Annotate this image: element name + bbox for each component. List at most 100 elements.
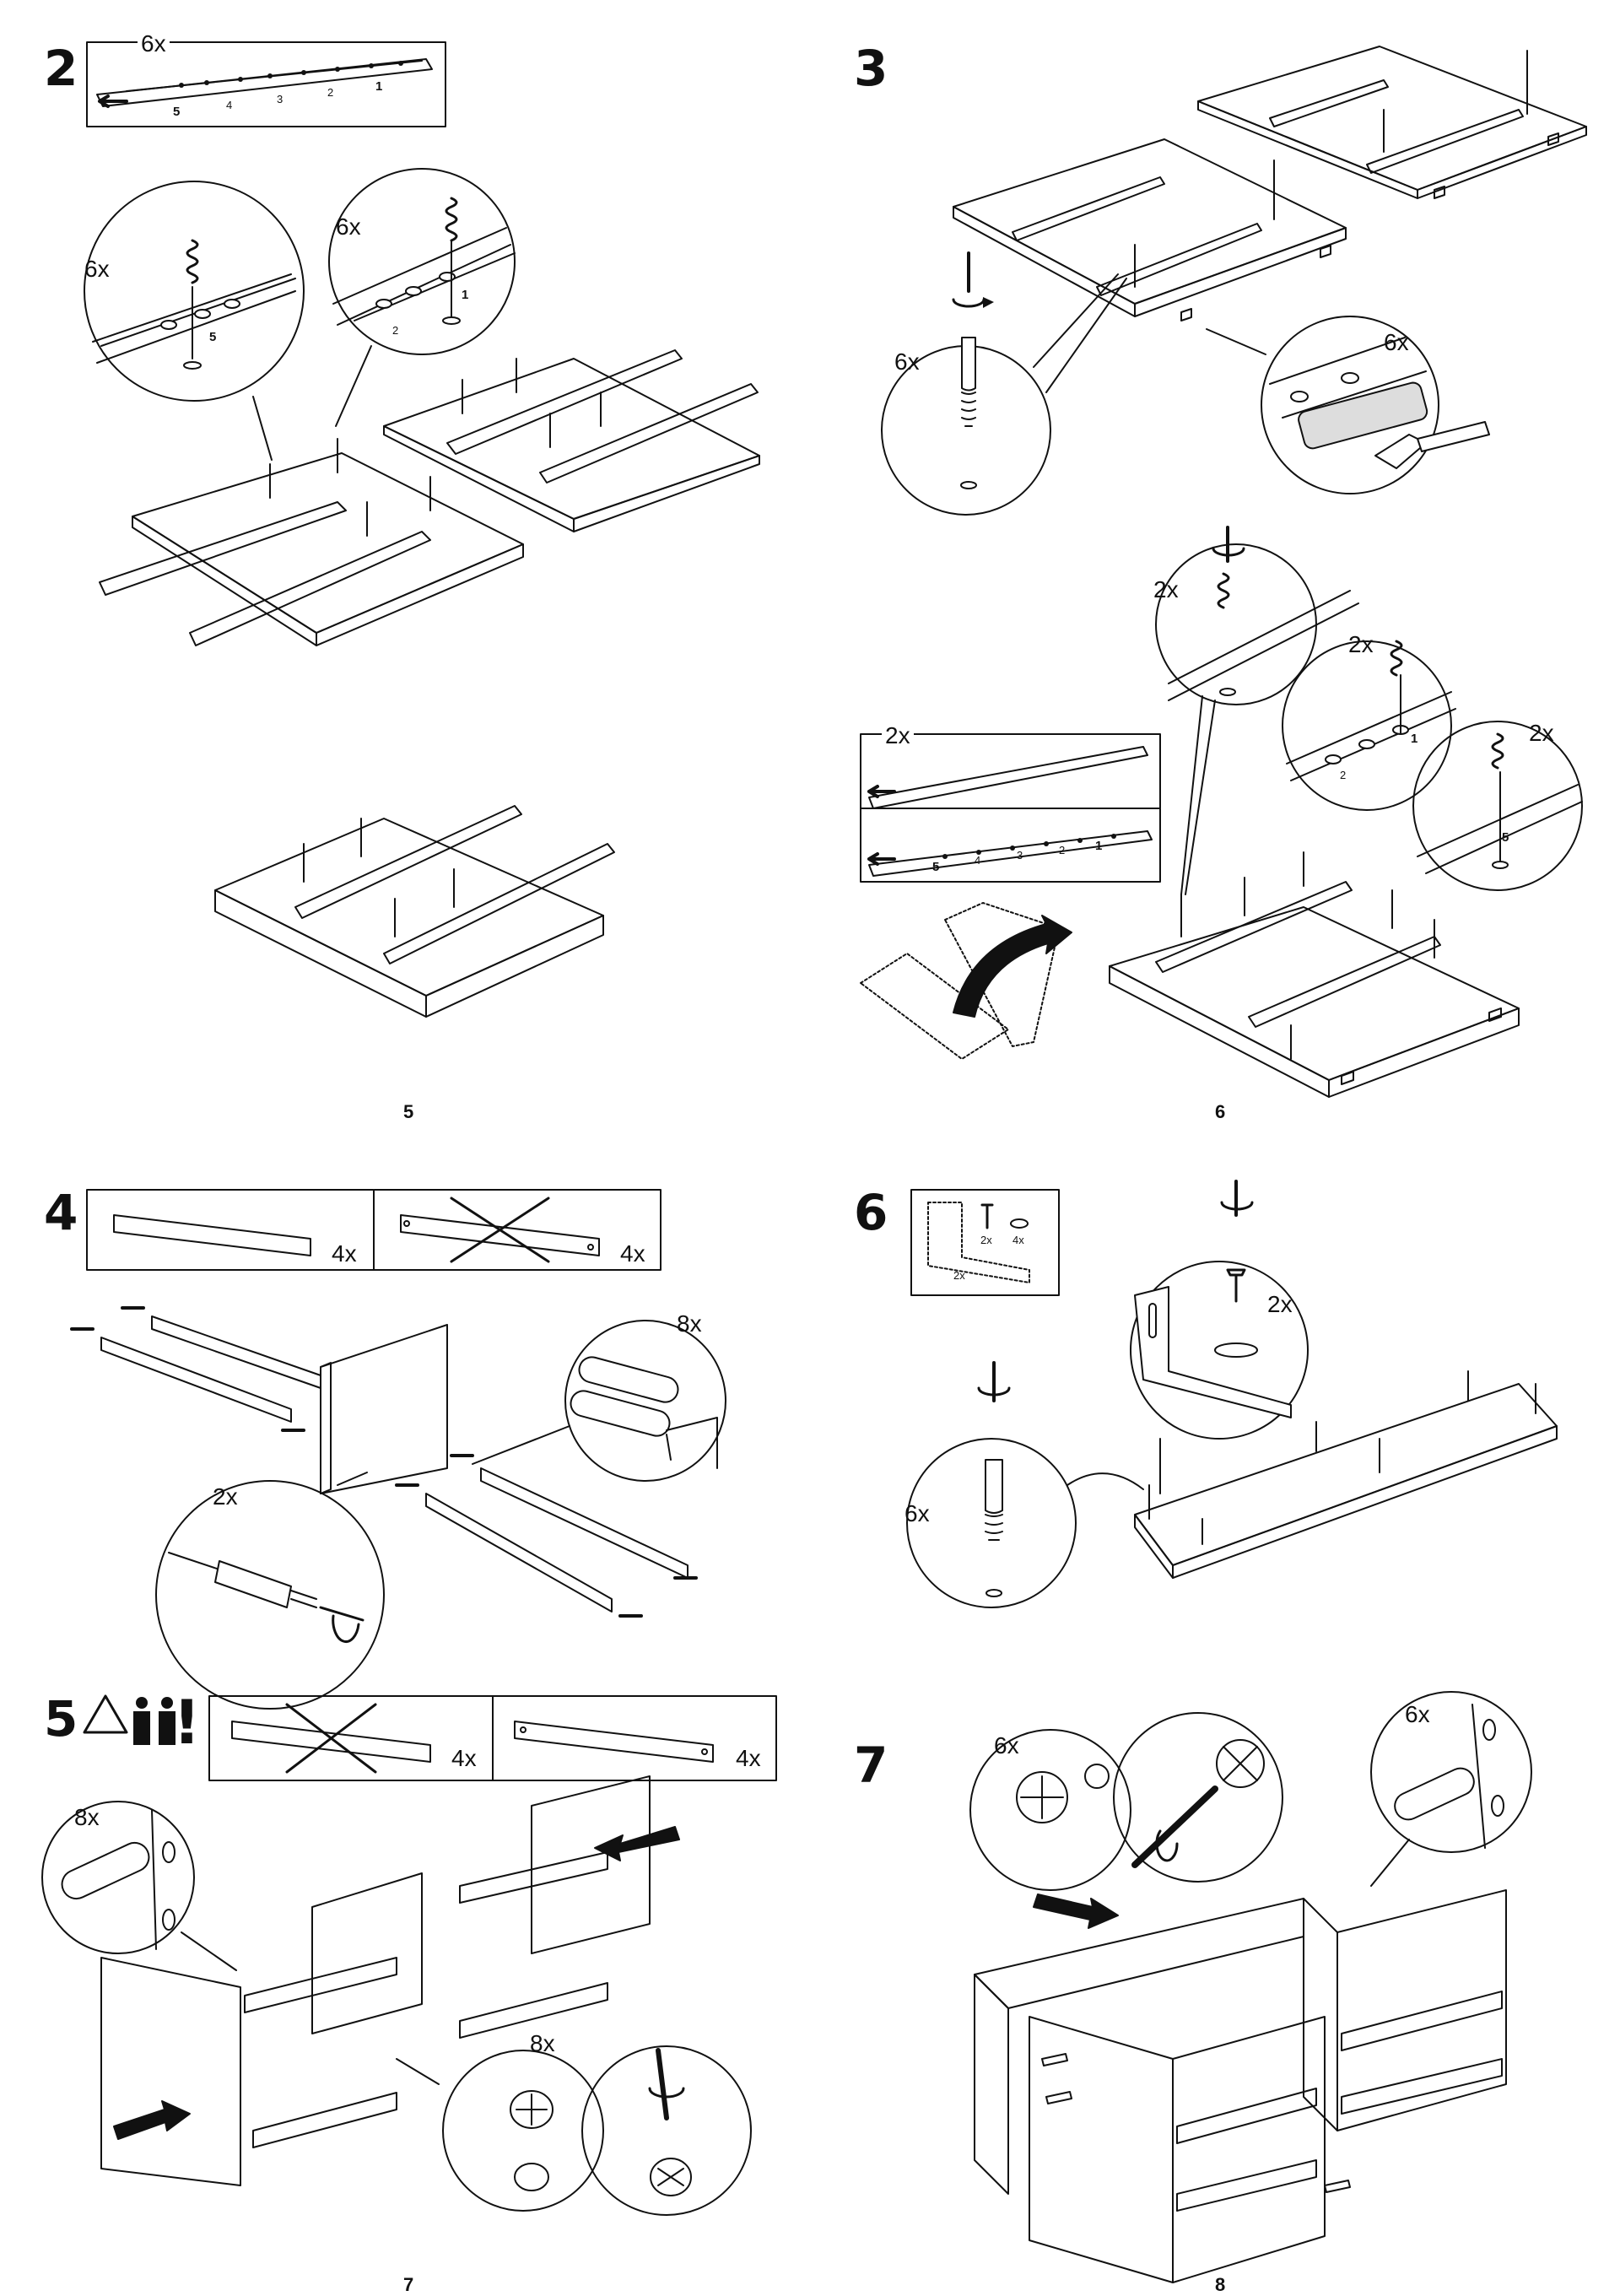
panel-foot	[1434, 133, 1558, 198]
quantity-label: 2x	[1529, 720, 1554, 746]
quantity-label: 8x	[74, 1804, 100, 1830]
step-2-drawer-panel-front	[132, 453, 523, 633]
step-6-artwork	[907, 1181, 1557, 1607]
glide-foot	[1297, 381, 1429, 450]
step-5-detail-circle-cam-turn	[582, 2046, 751, 2215]
cabinet-top-rail	[975, 1899, 1304, 2008]
quantity-label-small: 2x	[980, 1234, 992, 1246]
panel-foot	[1181, 246, 1331, 321]
rail-bar-wrong	[401, 1215, 599, 1256]
drawer-rail	[869, 831, 1152, 876]
step-3-artwork	[861, 46, 1586, 1097]
wooden-dowel-icon	[576, 1354, 681, 1405]
quantity-label: 4x	[620, 1240, 645, 1267]
drawer-rail	[447, 350, 682, 454]
step-3-detail-circle-rail-2	[1282, 641, 1451, 810]
step-4-artwork	[72, 1190, 726, 1709]
angle-bracket-icon	[928, 1202, 1029, 1283]
quantity-label: 2x	[1153, 576, 1179, 602]
step-7-detail-circle-turn	[1114, 1713, 1282, 1882]
quantity-label: 2x	[213, 1483, 238, 1510]
step-6-detail-circle-dowel	[907, 1439, 1076, 1607]
rail-bar-wrong	[232, 1721, 430, 1762]
rail-mark: 3	[1017, 849, 1023, 862]
quantity-label: 8x	[530, 2030, 555, 2056]
arrow-left-icon	[100, 96, 127, 106]
screw-icon	[982, 1205, 992, 1228]
step-7-artwork	[970, 1692, 1531, 2282]
step-2-detail-circle-left	[84, 181, 304, 401]
drawer-rail	[295, 806, 521, 918]
screwdriver-icon	[658, 2050, 667, 2118]
drawer-rail	[869, 747, 1148, 808]
rail-mark: 5	[173, 105, 181, 119]
rail-bar-correct	[114, 1215, 310, 1256]
step-number-5: 5	[44, 1690, 78, 1748]
rail-mark: 5	[932, 860, 940, 874]
washer-icon	[1215, 1343, 1257, 1357]
rail-mark: 3	[277, 93, 284, 105]
step-2-drawer-panel-back	[384, 359, 759, 519]
quantity-label-small: 2x	[953, 1269, 965, 1282]
step-6-hardware-box	[911, 1190, 1059, 1295]
step-number-3: 3	[854, 40, 888, 97]
angle-bracket-icon	[1135, 1287, 1291, 1418]
cam-screw-icon	[187, 240, 197, 283]
page-number: 5	[403, 1101, 414, 1122]
rail-mark: 1	[375, 79, 383, 94]
step-2-quantity-box	[87, 42, 446, 127]
rotate-arrow-icon	[953, 916, 1072, 1017]
quantity-label: 6x	[84, 256, 110, 282]
page-number: 7	[403, 2274, 414, 2295]
step-3-detail-circle-rail-3	[1413, 721, 1582, 890]
panel-flip-after	[945, 903, 1059, 1046]
rail-bar	[426, 1494, 612, 1612]
quantity-label: 4x	[736, 1745, 761, 1771]
cabinet-side-left	[975, 1975, 1008, 2194]
page-number: 8	[1215, 2274, 1226, 2295]
drawer-rail	[1249, 937, 1440, 1027]
drawer-rail	[384, 844, 614, 964]
drawer-rail	[190, 532, 430, 646]
cross-out-icon	[287, 1704, 375, 1772]
step-2-artwork	[84, 42, 759, 1017]
step-5-divider-panel	[312, 1873, 422, 2034]
rail-mark: 2	[392, 324, 399, 337]
quantity-label: 4x	[451, 1745, 477, 1771]
cross-out-icon	[451, 1198, 548, 1261]
quantity-label: 8x	[677, 1310, 702, 1337]
step-6-detail-circle-bracket	[1131, 1261, 1308, 1439]
drawer-rail	[100, 502, 346, 595]
push-arrow-icon	[595, 1827, 679, 1861]
quantity-label: 2x	[1267, 1291, 1293, 1317]
rail-mark: 4	[975, 854, 981, 867]
page-number: 6	[1215, 1101, 1226, 1122]
washer-icon	[1011, 1219, 1028, 1228]
quantity-label: 6x	[904, 1500, 930, 1526]
step-7-detail-circle-dowel	[1371, 1692, 1531, 1852]
rail-mark: 1	[1095, 839, 1103, 853]
step-4-wrong-part-box	[374, 1190, 661, 1270]
exclamation-icon: !	[173, 1687, 201, 1758]
cam-screw-icon	[446, 198, 456, 240]
quantity-label: 6x	[138, 32, 170, 56]
quantity-label: 2x	[1348, 631, 1374, 657]
panel-foot	[1342, 1008, 1501, 1084]
rotate-arrow-icon	[953, 300, 984, 306]
step-5-artwork	[42, 1696, 776, 2215]
quantity-label: 6x	[336, 213, 361, 240]
quantity-label: 4x	[332, 1240, 357, 1267]
step-3-detail-circle-rail-1	[1156, 544, 1316, 705]
step-number-6: 6	[854, 1184, 888, 1241]
wooden-dowel-icon	[568, 1388, 672, 1439]
rail-mark: 5	[1502, 830, 1509, 845]
wooden-dowel-icon	[57, 1838, 154, 1903]
quantity-label: 2x	[882, 724, 914, 748]
step-6-top-panel	[1135, 1384, 1557, 1565]
rail-mark: 2	[1059, 844, 1066, 856]
step-number-7: 7	[854, 1737, 888, 1794]
push-arrow-icon	[1034, 1894, 1118, 1928]
step-5-side-panel-right	[532, 1776, 650, 1953]
rail-bar	[152, 1316, 321, 1388]
